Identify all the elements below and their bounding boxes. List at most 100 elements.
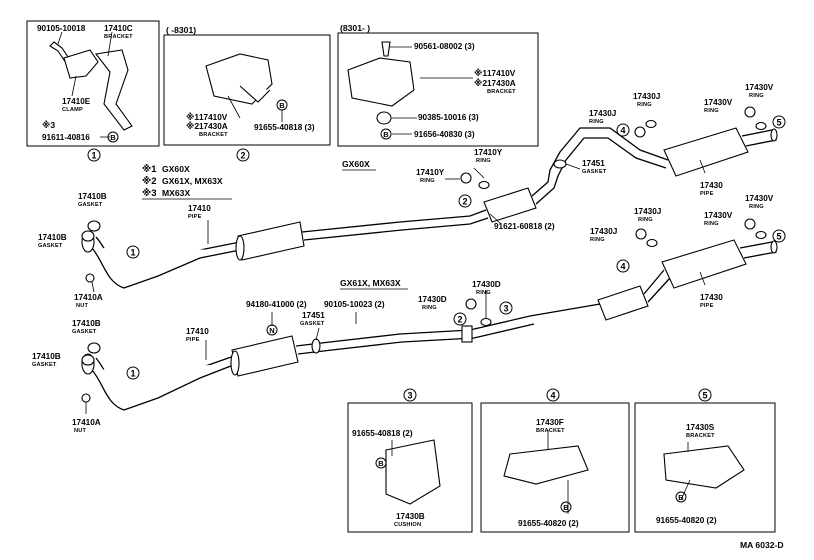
- label-90385-10016: 90385-10016 (3): [418, 113, 479, 122]
- svg-text:1: 1: [91, 151, 96, 161]
- svg-text:B: B: [383, 130, 389, 139]
- svg-text:17430J: 17430J: [633, 92, 660, 101]
- ring-17430D-1: [465, 298, 477, 310]
- group-marker-3-lower: 3: [499, 301, 513, 315]
- legend-text-3: MX63X: [162, 188, 190, 198]
- svg-text:RING: RING: [476, 158, 491, 164]
- rise-pipe-lower: [529, 303, 601, 317]
- label-17410B-g2: 17410B GASKET: [38, 233, 67, 249]
- gasket-17410B-1: [87, 220, 101, 232]
- svg-text:※3: ※3: [42, 120, 55, 130]
- rear-muffler-lower: [661, 239, 747, 289]
- clamp-17410E: [63, 49, 99, 79]
- svg-text:94180-41000 (2): 94180-41000 (2): [246, 300, 307, 309]
- svg-text:RING: RING: [638, 217, 653, 223]
- bracket-17430S: [663, 445, 745, 489]
- group-marker-4-lower: 4: [616, 259, 630, 273]
- model-headers: GX60X GX61X, MX63X: [340, 159, 408, 290]
- label-17410-pipe-lower: 17410 PIPE: [186, 327, 209, 343]
- cushion-17430B: [385, 439, 441, 505]
- tail-pipe-lower: [739, 241, 777, 259]
- label-17430A-a: ※2 17430A BRACKET: [186, 121, 228, 138]
- svg-text:PIPE: PIPE: [186, 337, 200, 343]
- svg-text:GASKET: GASKET: [32, 362, 57, 368]
- svg-text:4: 4: [620, 126, 625, 136]
- svg-text:17430V: 17430V: [745, 194, 774, 203]
- svg-text:17430J: 17430J: [590, 227, 617, 236]
- svg-text:91655-40818 (2): 91655-40818 (2): [352, 429, 413, 438]
- bracket-17430A-b: [347, 57, 415, 107]
- b-marker-box2: B: [276, 99, 288, 111]
- label-17410A-nut-upper: 17410A NUT: [74, 293, 103, 309]
- bolt-90561-08002: [381, 41, 391, 57]
- cushion-90385-10016: [376, 111, 392, 125]
- label-17410Y-r2: 17410Y RING: [416, 168, 445, 184]
- svg-text:17451: 17451: [302, 311, 325, 320]
- svg-text:17430D: 17430D: [472, 280, 501, 289]
- svg-text:3: 3: [407, 391, 412, 401]
- lower-exhaust-drawing: [81, 239, 778, 411]
- group-marker-1-upper-pipe: 1: [126, 245, 140, 259]
- gasket-17410B-3: [87, 342, 101, 354]
- svg-text:NUT: NUT: [74, 428, 86, 434]
- rings: [81, 106, 767, 403]
- nut-17410A-l: [81, 393, 91, 403]
- svg-text:5: 5: [776, 232, 781, 242]
- joint-pipe-lower-2: [297, 323, 535, 355]
- label-91655-40818-2: 91655-40818 (2): [352, 429, 413, 438]
- label-17410B-g3: 17410B GASKET: [72, 319, 101, 335]
- svg-text:RING: RING: [420, 178, 435, 184]
- svg-text:17410V: 17410V: [487, 69, 516, 78]
- svg-text:※2: ※2: [474, 78, 487, 88]
- label-17430-pipe-lower: 17430 PIPE: [700, 293, 723, 309]
- group-marker-2-upper: 2: [458, 194, 472, 208]
- label-17410A-nut-lower: 17410A NUT: [72, 418, 101, 434]
- svg-text:17430B: 17430B: [396, 512, 425, 521]
- label-17430D-r2: 17430D RING: [418, 295, 447, 311]
- gasket-17410B-2: [81, 230, 95, 242]
- rise-pipe-lower-2: [643, 269, 665, 295]
- gasket-17451-l: [311, 338, 321, 354]
- group-marker-4-upper: 4: [616, 123, 630, 137]
- svg-text:17430: 17430: [700, 293, 723, 302]
- premuffler-lower: [597, 285, 649, 321]
- model-header-lower: GX61X, MX63X: [340, 278, 401, 288]
- svg-text:B: B: [279, 101, 285, 110]
- leader-lines: [57, 31, 706, 514]
- svg-text:RING: RING: [637, 102, 652, 108]
- ring-17430V-u1: [744, 106, 756, 118]
- ring-17430J-l2: [646, 238, 658, 248]
- svg-text:CUSHION: CUSHION: [394, 522, 421, 528]
- legend-text-1: GX60X: [162, 164, 190, 174]
- label-17430D-r1: 17430D RING: [472, 280, 501, 296]
- legend-mark-1: ※1: [142, 164, 157, 175]
- label-17410C: 17410C BRACKET: [104, 24, 133, 40]
- date-ranges: ( -8301) (8301- ): [166, 23, 370, 35]
- svg-text:17410V: 17410V: [199, 113, 228, 122]
- label-17451-upper: 17451 GASKET: [582, 159, 607, 175]
- svg-text:RING: RING: [749, 93, 764, 99]
- inset-boxes: [26, 20, 776, 533]
- svg-text:90561-08002 (3): 90561-08002 (3): [414, 42, 475, 51]
- svg-text:17430D: 17430D: [418, 295, 447, 304]
- label-17430F: 17430F BRACKET: [536, 418, 565, 434]
- svg-text:RING: RING: [704, 108, 719, 114]
- model-header-upper: GX60X: [342, 159, 370, 169]
- legend-text-2: GX61X, MX63X: [162, 176, 223, 186]
- n-marker: N: [266, 324, 278, 336]
- inset-box-2b: [337, 32, 539, 147]
- b-marker-box2b: B: [380, 128, 392, 140]
- front-pipe-lower-2: [91, 363, 237, 411]
- label-17451-lower: 17451 GASKET: [300, 311, 325, 327]
- label-17410Y-r1: 17410Y RING: [474, 148, 503, 164]
- group-marker-1-lower-pipe: 1: [126, 366, 140, 380]
- inset-box-5: [634, 402, 776, 533]
- ring-17430D-2: [480, 317, 492, 327]
- mid-pipe-upper: [301, 209, 487, 233]
- b-marker-box1: B: [107, 131, 119, 143]
- rear-muffler-upper: [663, 127, 749, 177]
- label-17430A-b: ※2 17430A BRACKET: [474, 78, 516, 95]
- resonator-lower-end: [230, 350, 240, 376]
- svg-text:17451: 17451: [582, 159, 605, 168]
